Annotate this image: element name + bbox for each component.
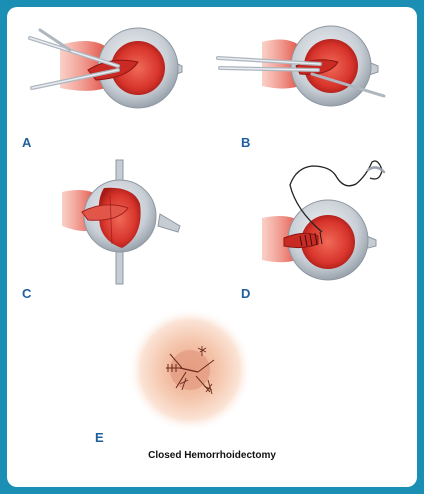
panel-e-illustration — [128, 308, 252, 432]
panel-label-d: D — [241, 286, 251, 301]
illustration — [28, 25, 386, 432]
figure-caption: Closed Hemorrhoidectomy — [148, 450, 276, 461]
panel-label-b: B — [241, 135, 251, 150]
panel-b-illustration — [216, 25, 386, 107]
panel-label-c: C — [22, 286, 32, 301]
panel-a-illustration — [28, 27, 183, 109]
panel-label-e: E — [95, 430, 104, 445]
panel-c-illustration — [62, 159, 181, 285]
panel-d-illustration — [262, 160, 386, 281]
diagram-frame: A B C D E Closed Hemorrhoidectomy — [7, 7, 417, 487]
panel-label-a: A — [22, 135, 32, 150]
